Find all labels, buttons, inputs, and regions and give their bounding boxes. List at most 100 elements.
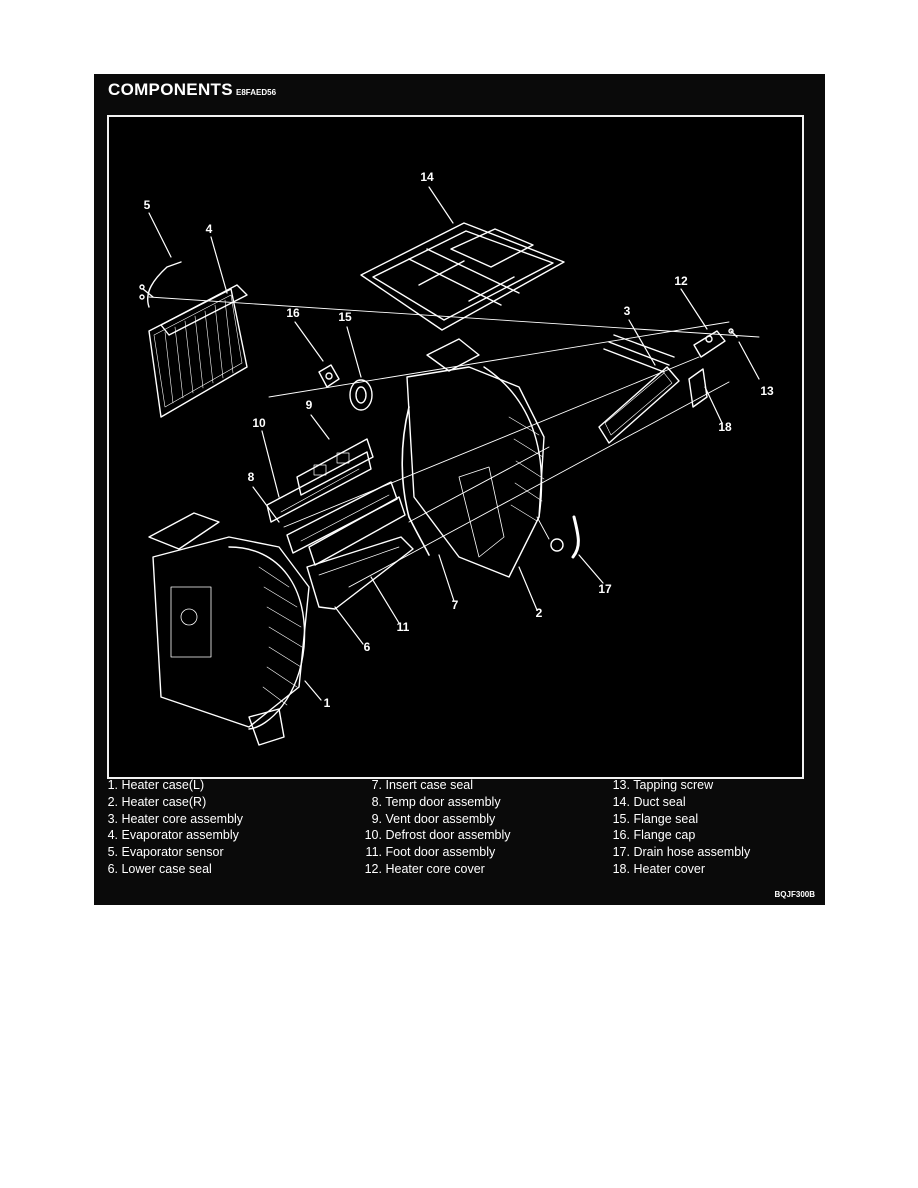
callout-number: 10 xyxy=(252,416,266,430)
legend-label: Evaporator sensor xyxy=(121,845,224,860)
legend-item: 15. Flange seal xyxy=(610,811,750,828)
evaporator-assembly-part xyxy=(139,261,248,418)
legend-item: 3. Heater core assembly xyxy=(104,811,244,828)
tapping-screw-part xyxy=(728,328,738,338)
callout-number: 5 xyxy=(144,198,151,212)
legend-item: 7. Insert case seal xyxy=(358,777,511,794)
callout-number: 14 xyxy=(420,170,434,184)
legend-number: 4. xyxy=(107,828,118,843)
legend-label: Heater case(R) xyxy=(121,794,207,809)
assembly-guide-lines xyxy=(148,296,760,588)
legend-number: 16. xyxy=(612,828,630,843)
legend-number: 5. xyxy=(107,845,118,860)
heater-case-right-part xyxy=(406,338,545,578)
lower-case-seal-part xyxy=(306,536,414,610)
legend-item: 8. Temp door assembly xyxy=(358,794,511,811)
legend-number: 14. xyxy=(612,794,630,809)
flange-seal-part xyxy=(349,379,373,411)
leader-arrows xyxy=(148,186,760,701)
legend-number: 8. xyxy=(371,794,382,809)
legend-label: Tapping screw xyxy=(633,778,714,792)
callout-number: 12 xyxy=(674,274,688,288)
callout-number: 2 xyxy=(536,606,543,620)
legend-label: Foot door assembly xyxy=(385,845,496,860)
legend-label: Heater case(L) xyxy=(121,778,205,792)
section-code: E8FAED56 xyxy=(236,88,277,97)
legend-label: Defrost door assembly xyxy=(385,828,511,843)
legend-label: Heater core assembly xyxy=(121,811,244,826)
figure-reference: BQJF300B xyxy=(774,890,815,899)
legend-number: 1. xyxy=(107,778,118,792)
page-title: COMPONENTS xyxy=(108,80,233,99)
legend-item: 10. Defrost door assembly xyxy=(358,827,511,844)
vent-door-part xyxy=(296,438,374,496)
legend-number: 9. xyxy=(371,811,382,826)
legend-number: 18. xyxy=(612,861,630,876)
legend-item: 17. Drain hose assembly xyxy=(610,844,751,861)
callout-number: 3 xyxy=(624,304,631,318)
drain-hose-part xyxy=(550,515,580,559)
callout-number: 18 xyxy=(718,420,732,434)
callout-number: 1 xyxy=(324,696,331,710)
callout-number: 7 xyxy=(452,598,459,612)
callout-number: 4 xyxy=(206,222,213,236)
legend-label: Vent door assembly xyxy=(385,811,496,826)
heater-cover-part xyxy=(688,368,708,408)
callout-number: 16 xyxy=(286,306,300,320)
temp-door-part xyxy=(286,481,398,554)
heater-core-cover-part xyxy=(693,330,726,358)
heater-case-left-part xyxy=(148,512,310,746)
legend-number: 15. xyxy=(612,811,630,826)
legend-label: Duct seal xyxy=(633,794,686,809)
defrost-door-part xyxy=(266,451,372,523)
legend-label: Insert case seal xyxy=(385,778,474,792)
legend-item: 6. Lower case seal xyxy=(104,861,243,878)
components-panel: COMPONENTS E8FAED56 xyxy=(94,74,825,905)
legend-item: 13. Tapping screw xyxy=(610,777,750,794)
legend-label: Flange seal xyxy=(633,811,699,826)
callout-number: 13 xyxy=(760,384,774,398)
legend-label: Temp door assembly xyxy=(385,794,501,809)
legend-number: 6. xyxy=(107,861,118,876)
callout-number: 15 xyxy=(338,310,352,324)
legend-item: 1. Heater case(L) xyxy=(104,777,243,794)
legend-item: 2. Heater case(R) xyxy=(104,794,243,811)
legend-item: 4. Evaporator assembly xyxy=(104,827,243,844)
flange-cap-part xyxy=(318,364,340,388)
callout-number: 9 xyxy=(306,398,313,412)
foot-door-part xyxy=(308,496,406,566)
duct-seal-part xyxy=(360,222,565,331)
legend-label: Heater cover xyxy=(633,861,706,876)
callout-number: 8 xyxy=(248,470,255,484)
legend-label: Evaporator assembly xyxy=(121,828,239,843)
heater-core-assembly-part xyxy=(598,334,680,444)
legend-number: 3. xyxy=(107,811,118,826)
legend-number: 13. xyxy=(612,778,630,792)
legend-item: 18. Heater cover xyxy=(610,861,750,878)
callout-number: 17 xyxy=(598,582,612,596)
legend-item: 11. Foot door assembly xyxy=(358,844,511,861)
legend-label: Flange cap xyxy=(633,828,696,843)
legend-number: 12. xyxy=(364,861,382,876)
legend-number: 11. xyxy=(365,845,382,860)
legend-number: 10. xyxy=(364,828,382,843)
legend-item: 14. Duct seal xyxy=(610,794,750,811)
legend-label: Heater core cover xyxy=(385,861,485,876)
legend-number: 2. xyxy=(107,794,118,809)
callout-number: 6 xyxy=(364,640,371,654)
legend-column-1: 1. Heater case(L)2. Heater case(R)3. Hea… xyxy=(104,777,244,878)
legend-item: 12. Heater core cover xyxy=(358,861,511,878)
insert-case-seal-part xyxy=(401,406,430,556)
legend-label: Lower case seal xyxy=(121,861,212,876)
legend-item: 9. Vent door assembly xyxy=(358,811,511,828)
legend-label: Drain hose assembly xyxy=(633,845,751,860)
legend-item: 5. Evaporator sensor xyxy=(104,844,243,861)
callout-number: 11 xyxy=(397,620,410,634)
legend-number: 7. xyxy=(371,778,382,792)
legend-number: 17. xyxy=(612,845,630,860)
